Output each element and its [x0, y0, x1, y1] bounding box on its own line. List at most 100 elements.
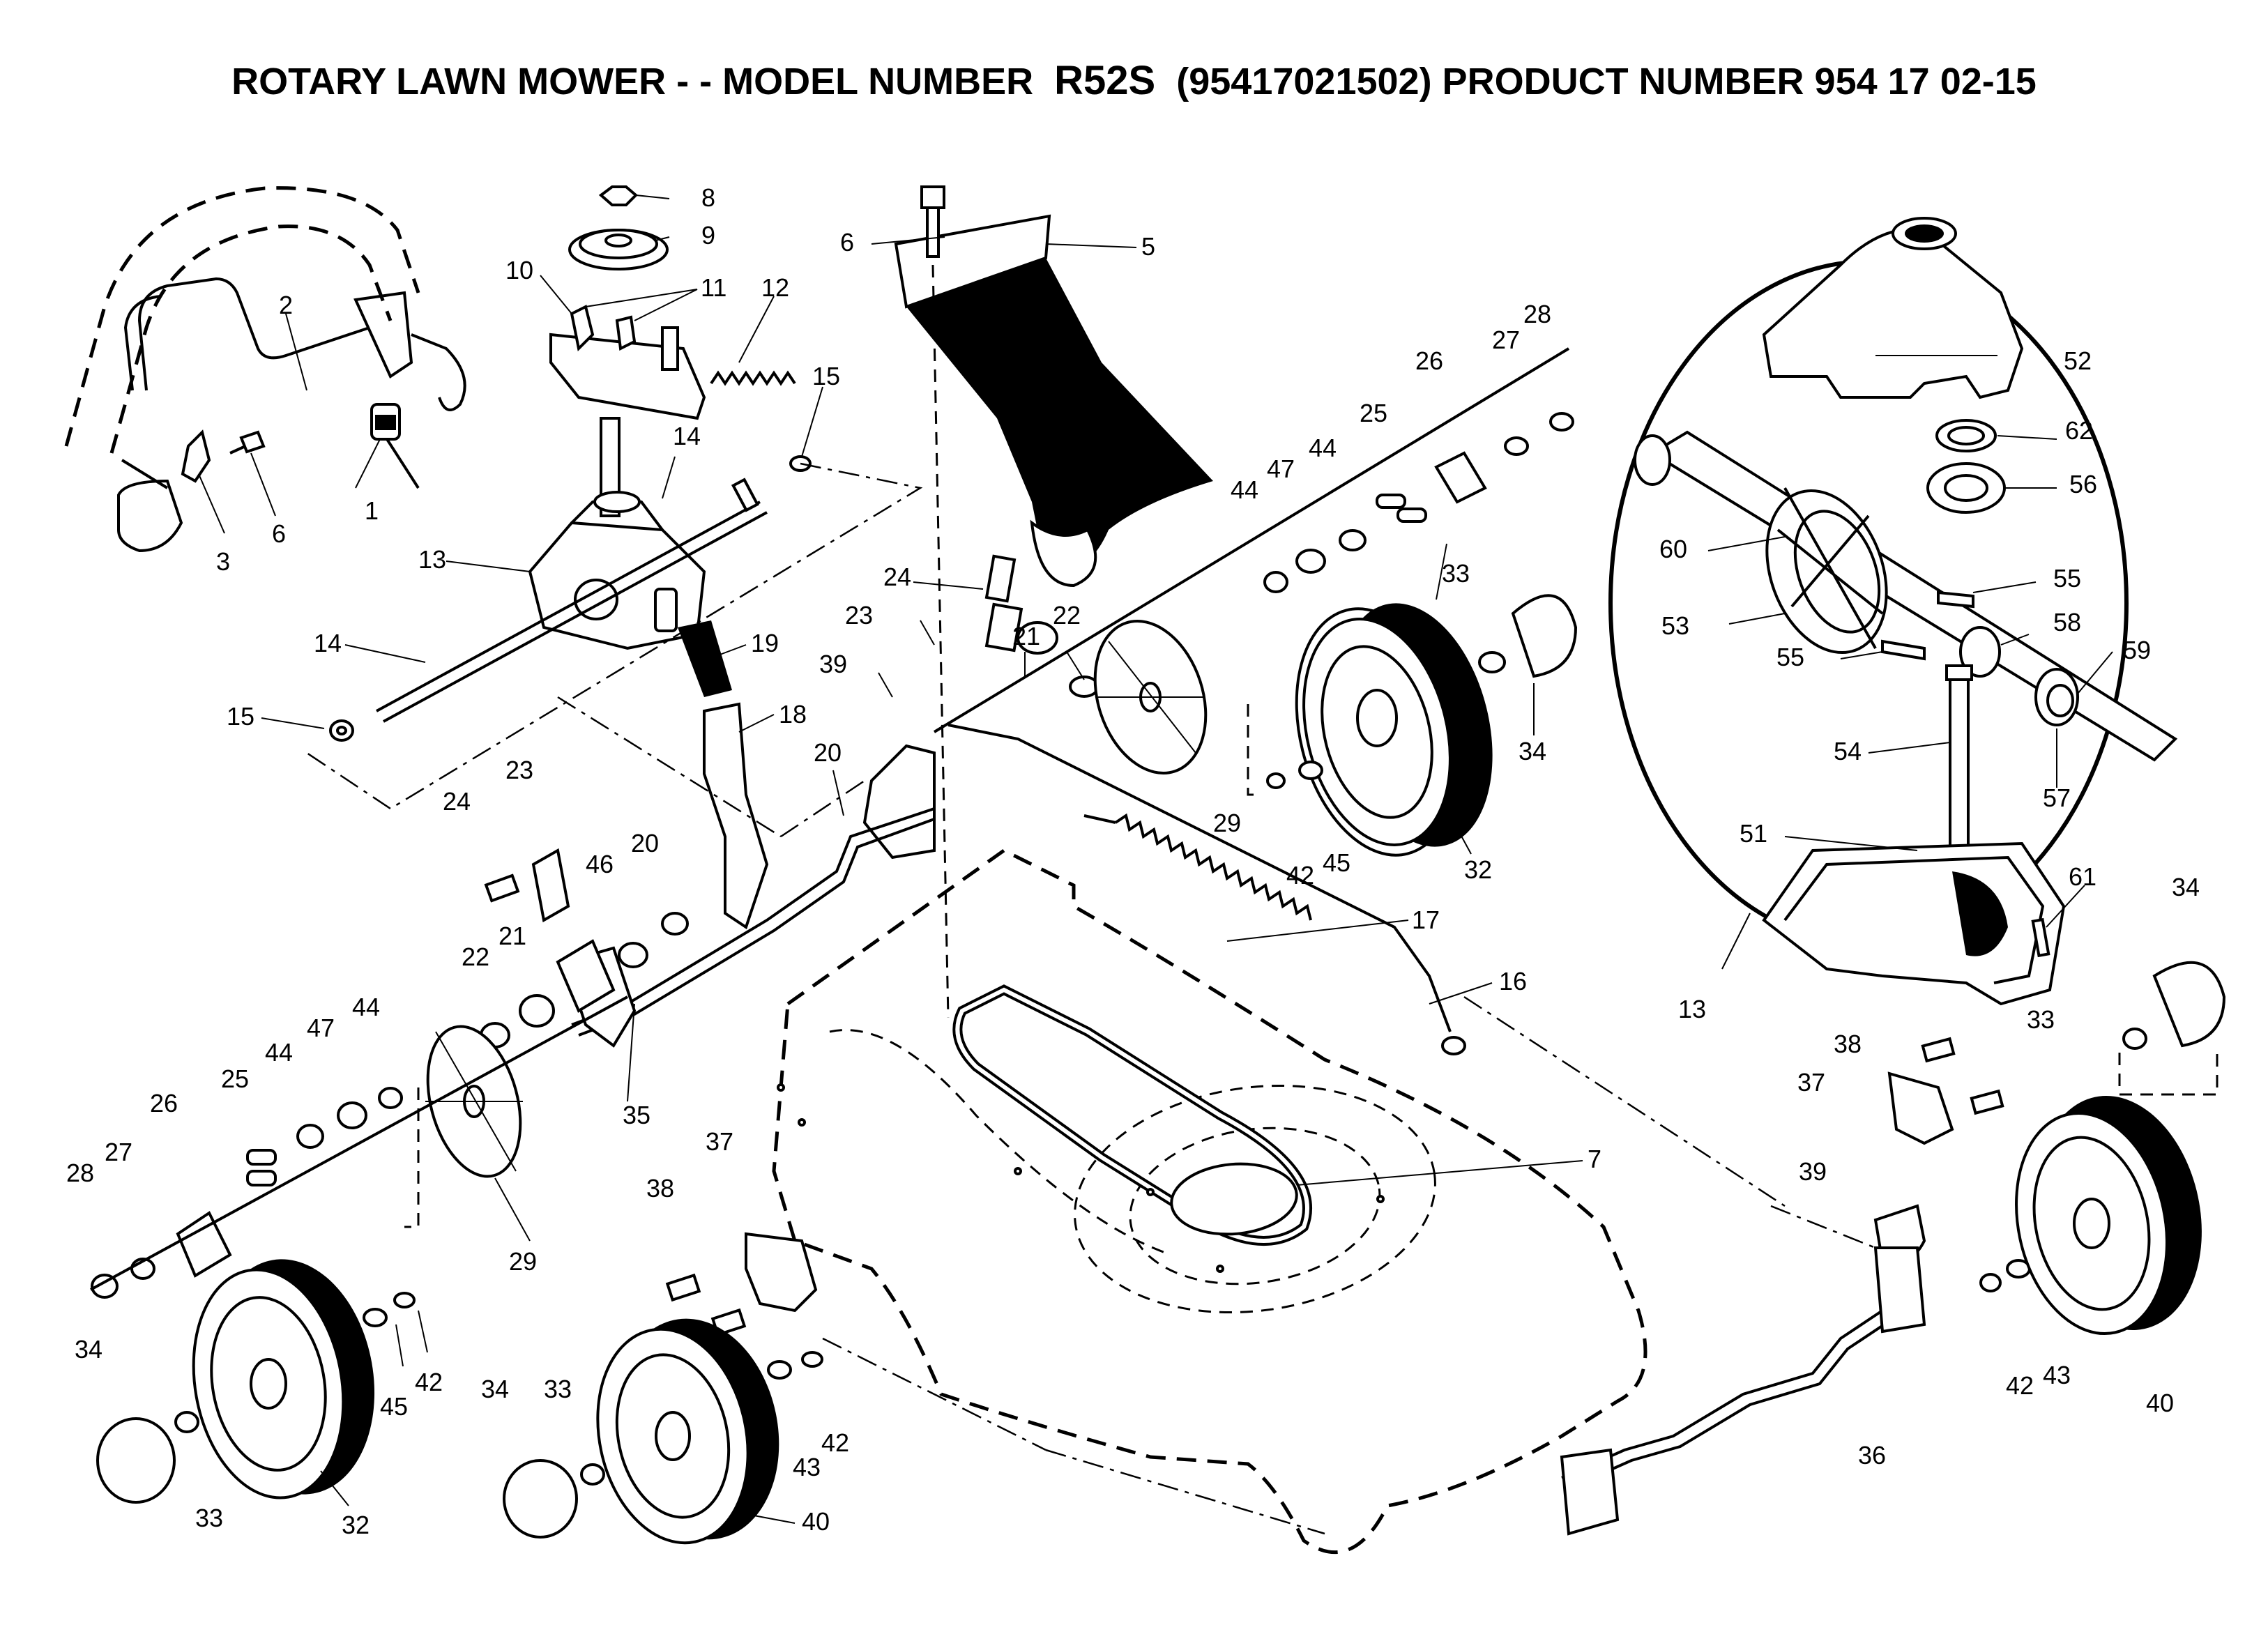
label-part-42: 42: [1286, 861, 1314, 890]
label-part-2: 2: [279, 291, 293, 319]
label-part-44: 44: [1309, 434, 1337, 462]
label-part-16: 16: [1499, 967, 1527, 995]
label-part-13: 13: [418, 545, 446, 574]
label-part-55: 55: [1776, 643, 1804, 671]
label-part-28: 28: [1523, 300, 1551, 328]
label-part-60: 60: [1659, 535, 1687, 563]
label-part-32: 32: [1464, 855, 1492, 884]
model-number: R52S: [1054, 58, 1156, 103]
label-part-39: 39: [819, 650, 847, 678]
label-part-14: 14: [314, 629, 342, 657]
label-part-22: 22: [462, 942, 489, 971]
discharge-chute: [894, 185, 1213, 1018]
label-part-44: 44: [1231, 475, 1258, 504]
label-part-34: 34: [1519, 737, 1546, 765]
label-part-38: 38: [646, 1174, 674, 1203]
mower-deck: [772, 848, 1647, 1555]
label-part-42: 42: [415, 1368, 443, 1396]
label-part-28: 28: [66, 1159, 94, 1187]
label-part-40: 40: [2146, 1389, 2174, 1417]
wheel-left-front: [503, 1318, 823, 1545]
label-part-21: 21: [498, 922, 526, 950]
label-part-56: 56: [2069, 470, 2097, 498]
label-part-9: 9: [701, 221, 715, 250]
front-axle-right: [1560, 961, 2226, 1536]
label-part-24: 24: [883, 563, 911, 591]
label-part-22: 22: [1053, 601, 1081, 629]
label-part-54: 54: [1834, 737, 1862, 765]
label-part-57: 57: [2043, 784, 2071, 812]
label-part-61: 61: [2069, 862, 2096, 891]
label-part-55: 55: [2053, 564, 2081, 593]
label-part-19: 19: [751, 629, 779, 657]
label-part-14: 14: [673, 422, 701, 450]
label-part-29: 29: [509, 1247, 537, 1276]
handle-assembly: [64, 186, 466, 553]
label-part-6: 6: [272, 519, 286, 548]
pulley-assembly: [549, 185, 796, 517]
label-part-40: 40: [802, 1507, 830, 1536]
label-part-6: 6: [840, 228, 854, 257]
label-part-59: 59: [2123, 636, 2151, 664]
label-part-38: 38: [1834, 1030, 1862, 1058]
label-part-3: 3: [216, 547, 230, 576]
label-part-34: 34: [2172, 873, 2200, 901]
label-part-21: 21: [1012, 622, 1040, 650]
right-drive-assembly: [933, 347, 1578, 857]
label-part-17: 17: [1412, 906, 1440, 934]
label-part-27: 27: [105, 1138, 132, 1166]
spring-and-rod: [947, 724, 1786, 1207]
label-part-44: 44: [352, 993, 380, 1021]
front-bracket-left: [665, 1232, 1325, 1535]
title-prefix: ROTARY LAWN MOWER - - MODEL NUMBER: [231, 61, 1034, 102]
label-part-47: 47: [1267, 455, 1295, 483]
label-part-20: 20: [631, 829, 659, 857]
label-part-10: 10: [505, 256, 533, 284]
title-suffix: (95417021502) PRODUCT NUMBER 954 17 02-1…: [1176, 61, 2037, 102]
label-part-51: 51: [1740, 819, 1767, 848]
label-part-13: 13: [1678, 995, 1706, 1023]
label-part-37: 37: [706, 1127, 733, 1156]
label-part-15: 15: [227, 702, 254, 731]
label-part-32: 32: [342, 1511, 370, 1539]
label-part-45: 45: [380, 1392, 408, 1421]
label-part-26: 26: [150, 1089, 178, 1117]
label-part-33: 33: [2027, 1005, 2055, 1034]
label-part-27: 27: [1492, 326, 1520, 354]
label-part-23: 23: [505, 756, 533, 784]
label-part-26: 26: [1415, 346, 1443, 375]
label-part-29: 29: [1213, 809, 1241, 837]
control-lever: [557, 620, 865, 930]
label-part-18: 18: [779, 700, 807, 728]
label-part-33: 33: [544, 1375, 572, 1403]
gearbox-detail-inset: [1608, 217, 2178, 1006]
label-part-34: 34: [75, 1335, 102, 1364]
label-part-53: 53: [1661, 611, 1689, 640]
label-part-37: 37: [1797, 1068, 1825, 1097]
label-part-36: 36: [1858, 1441, 1886, 1470]
label-part-44: 44: [265, 1038, 293, 1067]
label-part-12: 12: [761, 273, 789, 302]
label-part-8: 8: [701, 183, 715, 212]
label-part-33: 33: [1442, 559, 1470, 588]
label-part-25: 25: [1360, 399, 1387, 427]
label-part-52: 52: [2064, 346, 2092, 375]
label-part-45: 45: [1323, 848, 1350, 877]
label-part-20: 20: [814, 738, 842, 767]
part-number-labels: 1 2 3 5 6 6 7 8 9 10 11 12 13 13 14 14 1…: [66, 183, 2200, 1539]
label-part-11: 11: [701, 273, 726, 302]
leader-lines: [198, 194, 2113, 1524]
label-part-23: 23: [845, 601, 873, 629]
label-part-35: 35: [623, 1101, 650, 1129]
gearbox-assembly: [306, 455, 923, 810]
label-part-33: 33: [195, 1504, 223, 1532]
label-part-15: 15: [812, 362, 840, 390]
label-part-7: 7: [1588, 1145, 1601, 1173]
label-part-25: 25: [221, 1064, 249, 1093]
label-part-34: 34: [481, 1375, 509, 1403]
label-part-42: 42: [821, 1428, 849, 1457]
diagram-title: ROTARY LAWN MOWER - - MODEL NUMBER R52S …: [0, 57, 2268, 104]
label-part-42: 42: [2006, 1371, 2034, 1400]
label-part-43: 43: [2043, 1361, 2071, 1389]
